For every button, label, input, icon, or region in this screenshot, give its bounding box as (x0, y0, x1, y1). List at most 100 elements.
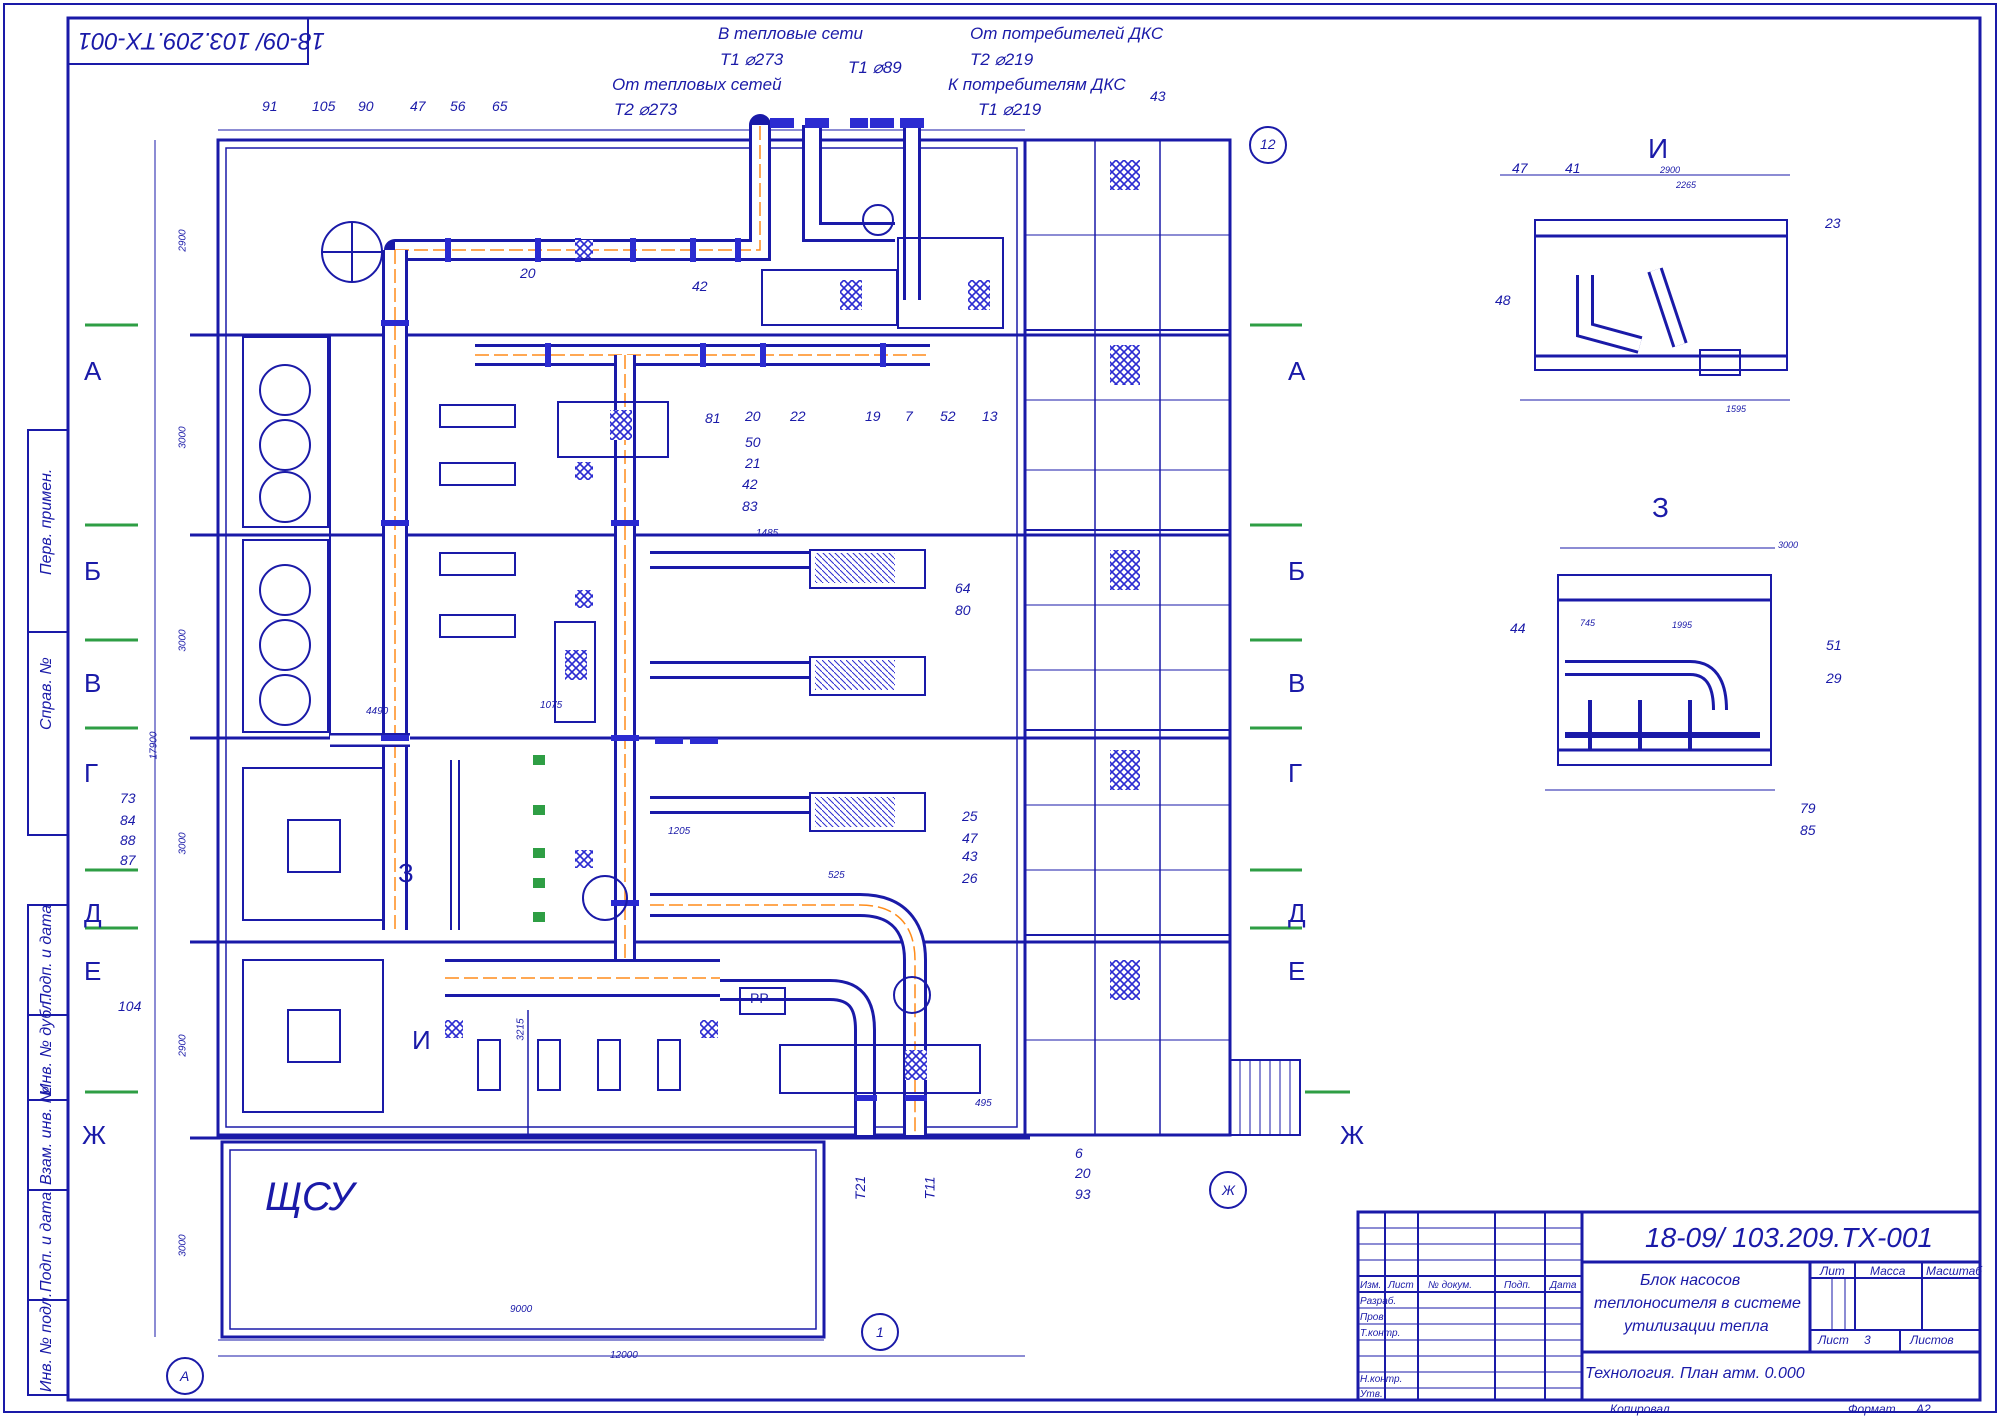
axis-bubbles (166, 126, 1287, 1395)
tb-mass-label: Масса (1870, 1264, 1906, 1278)
dim-1485: 1485 (756, 528, 779, 539)
label-to-heat-networks: В тепловые сети (718, 24, 864, 43)
callout-vz-51: 51 (1826, 637, 1842, 653)
callout-vi-48: 48 (1495, 292, 1511, 308)
callout-42-a: 42 (692, 278, 708, 294)
dim-525: 525 (828, 870, 845, 881)
dim-495: 495 (975, 1098, 992, 1109)
callout-91: 91 (262, 98, 278, 114)
callout-42-b: 42 (742, 476, 758, 492)
axis-right-g: Г (1288, 758, 1303, 788)
stamp-orig-inv: Инв. № подл. (38, 1292, 55, 1392)
callout-47-top: 47 (410, 98, 426, 114)
dim-total-width: 12000 (610, 1350, 638, 1361)
axis-right-d: Д (1288, 898, 1306, 928)
tb-sheet-no: 3 (1864, 1333, 1871, 1347)
stamp-dup-inv: Инв. № дубл. (38, 996, 55, 1095)
axis-right-v: В (1288, 668, 1306, 698)
axis-right-e: Е (1288, 956, 1306, 986)
callout-73: 73 (120, 790, 136, 806)
callout-52: 52 (940, 408, 956, 424)
dim-vz-1995: 1995 (1672, 620, 1693, 630)
room-label-shchsu: ЩСУ (265, 1175, 355, 1219)
tb-row-utv: Утв. (1360, 1389, 1383, 1400)
dim-3215: 3215 (515, 1018, 527, 1041)
tb-col-izm: Изм. (1360, 1280, 1382, 1291)
callout-19: 19 (865, 408, 881, 424)
view-z-drawing (1545, 547, 1775, 791)
pp-label: PP (750, 990, 769, 1006)
tb-row-nkontr: Н.контр. (1360, 1374, 1403, 1385)
tb-sheets-label: Листов (1910, 1333, 1954, 1347)
title-line-2: теплоносителя в системе (1594, 1295, 1801, 1312)
axis-left-zh: Ж (82, 1120, 107, 1150)
tb-col-date: Дата (1550, 1280, 1577, 1291)
equipment (242, 204, 1004, 1113)
callout-47-b: 47 (962, 830, 978, 846)
label-t21: T21 (852, 1175, 869, 1201)
tb-row-prov: Пров. (1360, 1312, 1387, 1323)
callout-26: 26 (962, 870, 978, 886)
dim-1205: 1205 (668, 826, 691, 837)
dim-row-6: 3000 (177, 1234, 189, 1257)
dim-row-2: 3000 (177, 426, 189, 449)
label-t1-219: T1 ⌀219 (978, 100, 1042, 119)
tb-format-label: Формат (1848, 1402, 1896, 1416)
callout-43-top: 43 (1150, 88, 1166, 104)
view-z-arrow: З (398, 858, 414, 888)
dim-inner-width: 9000 (510, 1304, 533, 1315)
callout-vz-44: 44 (1510, 620, 1526, 636)
stamp-ref-no: Справ. № (38, 657, 55, 730)
callout-13: 13 (982, 408, 998, 424)
callout-6: 6 (1075, 1145, 1083, 1161)
callout-88: 88 (120, 832, 136, 848)
stamp-repl-inv: Взам. инв. № (38, 1086, 55, 1185)
code-rotated: 18-09/ 103.209.TX-001 (78, 27, 325, 54)
pipework (330, 114, 930, 1135)
callout-65: 65 (492, 98, 508, 114)
section-markers (85, 323, 1350, 1094)
side-stamp (27, 429, 69, 1396)
axis-left-g: Г (84, 758, 99, 788)
code-box-rotated (67, 17, 309, 65)
building-plan (154, 129, 1301, 1357)
axis-bubble-1: 1 (876, 1324, 884, 1340)
dim-1075: 1075 (540, 700, 563, 711)
label-t2-219: T2 ⌀219 (970, 50, 1034, 69)
callout-104: 104 (118, 998, 142, 1014)
dim-total-height: 17900 (148, 731, 160, 760)
dim-vz-745: 745 (1580, 618, 1596, 628)
stamp-first-use: Перв. примен. (38, 468, 55, 575)
label-from-heat-networks: От тепловых сетей (612, 75, 782, 94)
callout-22: 22 (790, 408, 806, 424)
flanges (381, 118, 927, 1101)
axis-right-zh: Ж (1340, 1120, 1365, 1150)
tb-sheet-label: Лист (1818, 1333, 1849, 1347)
callout-64: 64 (955, 580, 971, 596)
callout-87: 87 (120, 852, 136, 868)
callout-84: 84 (120, 812, 136, 828)
axis-left-e: Е (84, 956, 102, 986)
callout-vz-79: 79 (1800, 800, 1816, 816)
callout-21: 21 (745, 455, 761, 471)
grate-blocks (445, 160, 1140, 1080)
title-line-3: утилизации тепла (1624, 1318, 1769, 1335)
callout-vi-47: 47 (1512, 160, 1528, 176)
callout-20-a: 20 (520, 265, 536, 281)
outer-frame (3, 3, 1997, 1413)
callout-81: 81 (705, 410, 721, 426)
view-z-title: З (1652, 492, 1669, 523)
title-line-1: Блок насосов (1640, 1272, 1741, 1289)
dim-row-3: 3000 (177, 629, 189, 652)
tb-scale-label: Масштаб (1926, 1264, 1983, 1278)
callout-7: 7 (905, 408, 913, 424)
view-i-title: И (1648, 133, 1669, 164)
label-t1-273: T1 ⌀273 (720, 50, 784, 69)
callout-56: 56 (450, 98, 466, 114)
axis-left-d: Д (84, 898, 102, 928)
callout-20-b: 20 (745, 408, 761, 424)
axis-right-a: А (1288, 356, 1306, 386)
label-t1-89: T1 ⌀89 (848, 58, 902, 77)
dim-4490: 4490 (366, 706, 389, 717)
